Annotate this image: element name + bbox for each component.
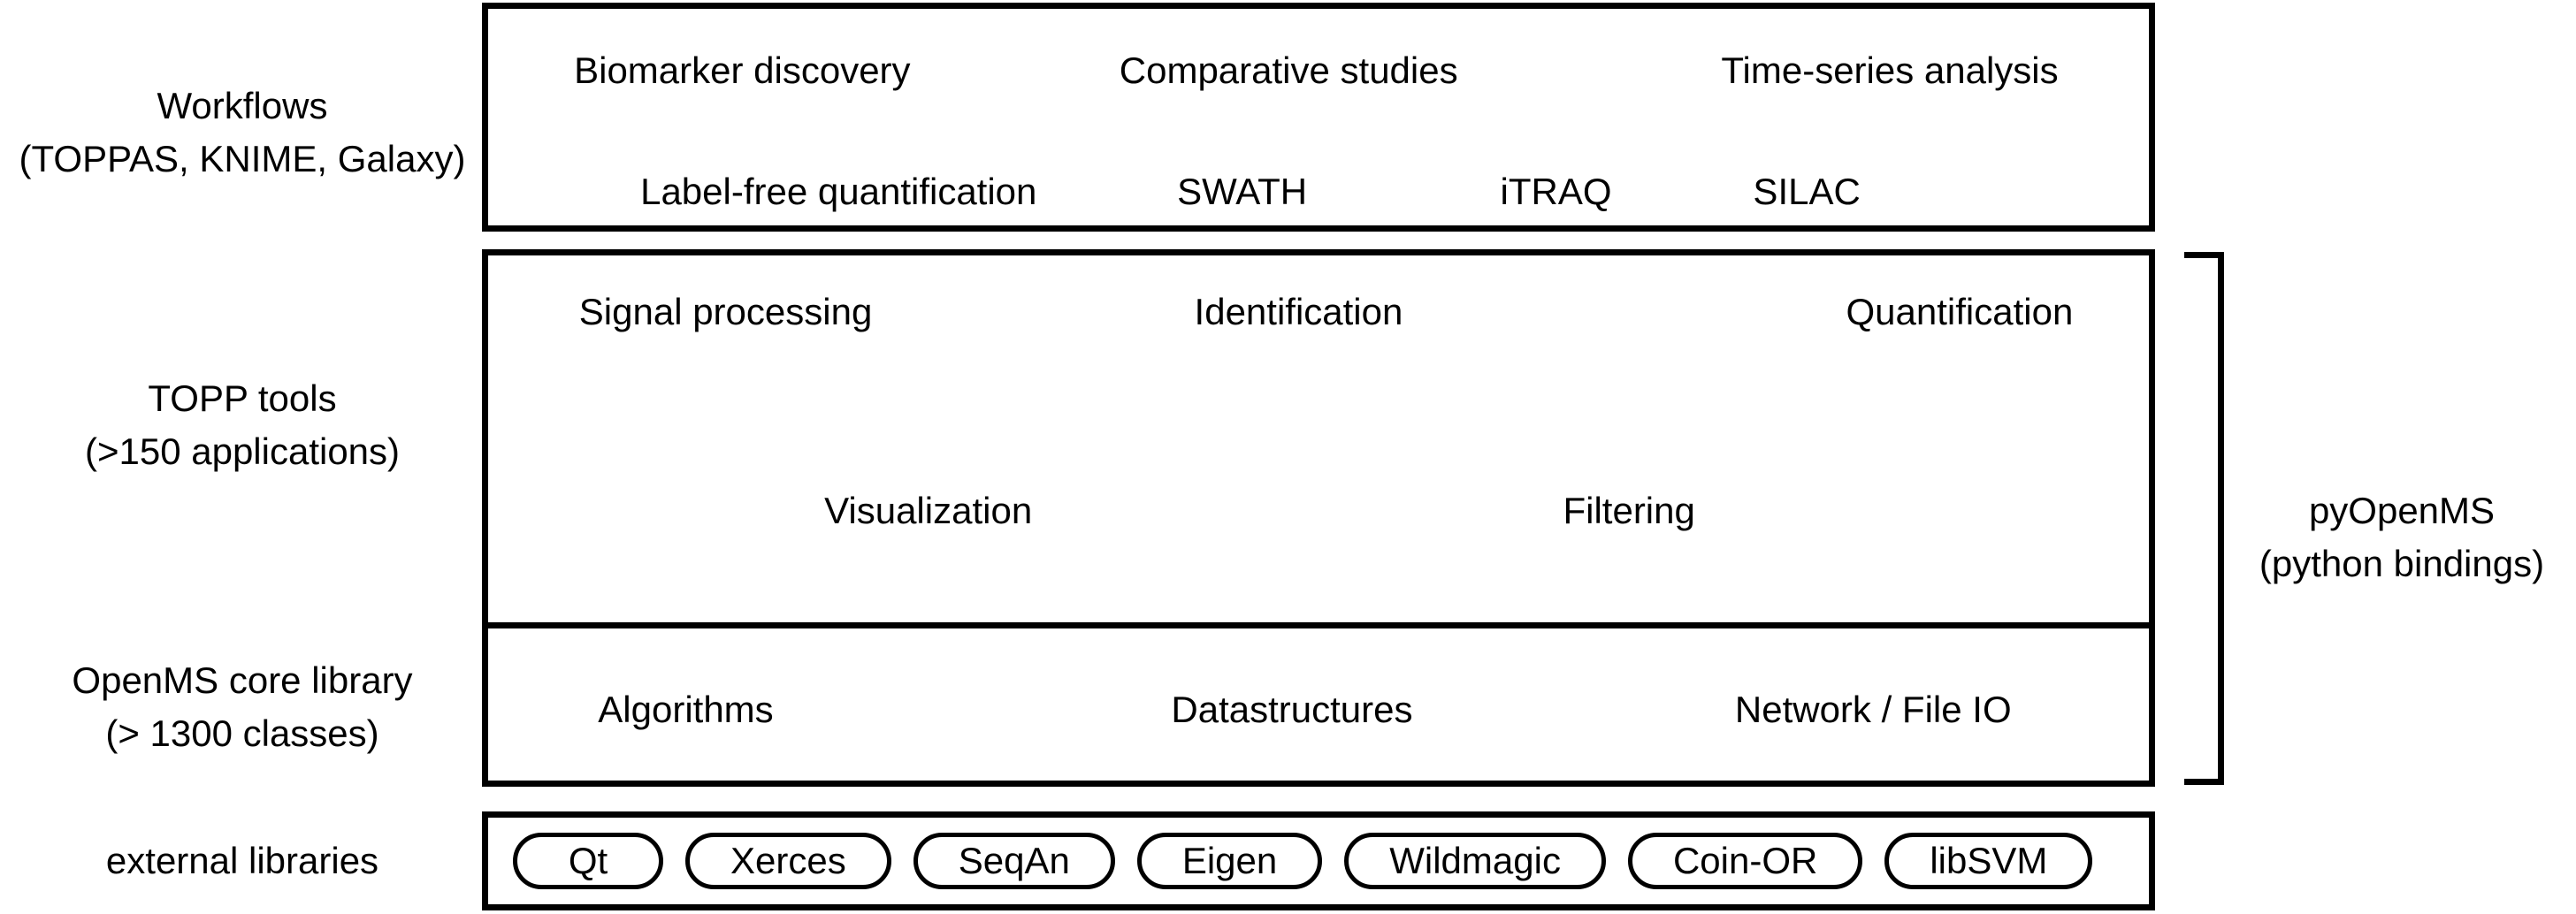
workflow-item-silac: SILAC (1753, 171, 1861, 212)
workflows-layer-label-line1: Workflows (157, 85, 328, 126)
core-library-layer-label-line2: (> 1300 classes) (105, 712, 379, 754)
pill-libsvm: libSVM (1884, 833, 2093, 889)
workflow-item-label-free-quantification: Label-free quantification (640, 171, 1037, 212)
pyopenms-label-line1: pyOpenMS (2308, 490, 2496, 531)
topp-tools-layer-label-line2: (>150 applications) (84, 430, 401, 472)
external-libraries-layer-label: external libraries (0, 834, 485, 887)
core-item-datastructures: Datastructures (1171, 689, 1413, 730)
workflows-layer-label: Workflows (TOPPAS, KNIME, Galaxy) (0, 80, 485, 186)
workflows-box: Biomarker discovery Comparative studies … (482, 3, 2155, 232)
topp-item-signal-processing: Signal processing (578, 291, 873, 332)
topp-item-filtering: Filtering (1563, 490, 1695, 531)
workflows-layer-label-line2: (TOPPAS, KNIME, Galaxy) (19, 138, 466, 179)
core-library-layer-label: OpenMS core library (> 1300 classes) (0, 654, 485, 760)
pyopenms-label-line2: (python bindings) (2259, 543, 2545, 584)
pill-qt: Qt (513, 833, 663, 889)
topp-item-visualization: Visualization (824, 490, 1033, 531)
workflow-item-swath: SWATH (1177, 171, 1308, 212)
external-libraries-layer-label-line1: external libraries (105, 840, 379, 881)
pill-eigen: Eigen (1136, 833, 1323, 889)
external-libraries-pill-row: Qt Xerces SeqAn Eigen Wildmagic Coin-OR … (488, 818, 2149, 904)
topp-tools-box: Signal processing Identification Quantif… (482, 249, 2155, 628)
pill-wildmagic: Wildmagic (1344, 833, 1606, 889)
core-library-box: Algorithms Datastructures Network / File… (482, 628, 2155, 787)
topp-item-quantification: Quantification (1846, 291, 2074, 332)
pyopenms-bracket (2184, 252, 2224, 785)
pill-seqan: SeqAn (913, 833, 1115, 889)
topp-tools-layer-label: TOPP tools (>150 applications) (0, 372, 485, 478)
topp-tools-layer-label-line1: TOPP tools (148, 377, 337, 419)
pill-xerces: Xerces (685, 833, 891, 889)
workflow-item-comparative-studies: Comparative studies (1119, 50, 1458, 91)
external-libraries-box: Qt Xerces SeqAn Eigen Wildmagic Coin-OR … (482, 811, 2155, 910)
topp-item-identification: Identification (1194, 291, 1403, 332)
workflow-item-time-series-analysis: Time-series analysis (1721, 50, 2059, 91)
pyopenms-label: pyOpenMS (python bindings) (2228, 484, 2575, 590)
workflow-item-itraq: iTRAQ (1500, 171, 1612, 212)
core-item-network-file-io: Network / File IO (1734, 689, 2012, 730)
core-item-algorithms: Algorithms (598, 689, 774, 730)
core-library-layer-label-line1: OpenMS core library (72, 659, 413, 701)
workflow-item-biomarker-discovery: Biomarker discovery (574, 50, 911, 91)
pill-coin-or: Coin-OR (1627, 833, 1863, 889)
